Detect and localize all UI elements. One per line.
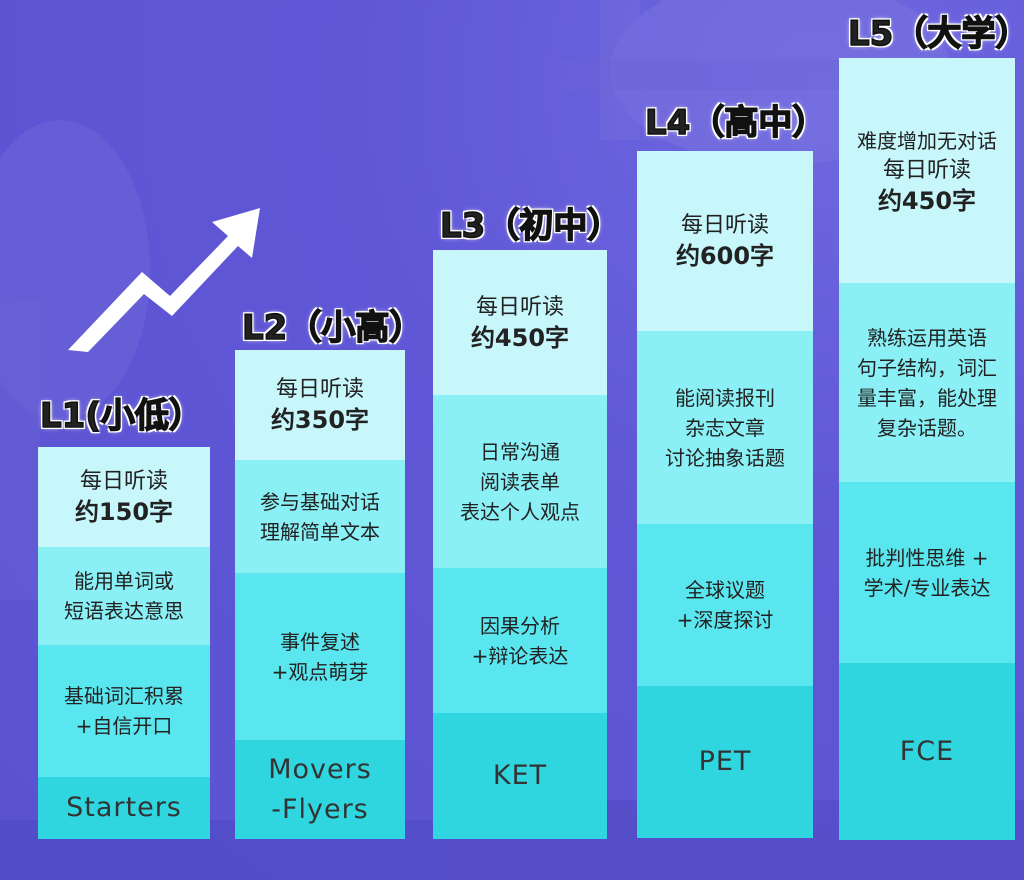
exam-cell: Starters [38,777,210,839]
ability-line: 熟练运用英语 [867,325,987,350]
focus-line: +辩论表达 [471,643,569,668]
exam-name: -Flyers [271,793,369,825]
level-title-l2: L2（小高） [241,307,424,349]
focus-line: 因果分析 [480,613,560,638]
level-title-l3: L3（初中） [439,205,622,247]
ability-cell: 能阅读报刊 杂志文章 讨论抽象话题 [637,331,813,524]
level-title-l5: L5（大学） [847,13,1024,55]
ability-line: 理解简单文本 [260,519,380,544]
level-title-l1: L1(小低） [39,395,203,437]
level-column-l5: 难度增加无对话 每日听读 约450字 熟练运用英语 句子结构，词汇 量丰富，能处… [839,58,1015,840]
daily-reading-label: 每日听读 [79,469,168,494]
focus-cell: 批判性思维 + 学术/专业表达 [839,482,1015,663]
ability-line: 表达个人观点 [460,499,580,524]
ability-line: 复杂话题。 [877,415,977,440]
difficulty-note: 难度增加无对话 [857,128,997,153]
word-count: 约600字 [675,242,775,270]
ability-cell: 熟练运用英语 句子结构，词汇 量丰富，能处理 复杂话题。 [839,283,1015,482]
trend-up-arrow-icon [68,208,260,352]
focus-line: 全球议题 [685,578,765,602]
word-count: 约450字 [877,186,977,215]
daily-reading-cell: 难度增加无对话 每日听读 约450字 [839,58,1015,283]
exam-cell: Movers -Flyers [235,740,405,839]
ability-line: 阅读表单 [480,469,560,494]
word-count: 约450字 [470,323,570,352]
ability-cell: 能用单词或 短语表达意思 [38,547,210,645]
focus-line: 学术/专业表达 [863,575,991,600]
ability-line: 句子结构，词汇 [857,355,997,380]
ability-line: 量丰富，能处理 [857,385,997,410]
level-column-l2: 每日听读 约350字 参与基础对话 理解简单文本 事件复述 +观点萌芽 Move… [235,350,405,839]
focus-cell: 基础词汇积累 +自信开口 [38,645,210,777]
daily-reading-label: 每日听读 [680,213,769,238]
level-title-l4: L4（高中） [644,102,827,144]
daily-reading-cell: 每日听读 约600字 [637,151,813,331]
level-column-l1: 每日听读 约150字 能用单词或 短语表达意思 基础词汇积累 +自信开口 Sta… [38,447,210,839]
exam-name: Starters [66,792,182,823]
exam-name: Movers [268,753,372,785]
focus-line: 基础词汇积累 [64,684,184,708]
focus-line: +深度探讨 [676,608,774,632]
word-count: 约350字 [270,406,370,434]
focus-cell: 事件复述 +观点萌芽 [235,573,405,740]
level-column-l3: 每日听读 约450字 日常沟通 阅读表单 表达个人观点 因果分析 +辩论表达 K… [433,250,607,839]
ability-cell: 日常沟通 阅读表单 表达个人观点 [433,395,607,568]
daily-reading-cell: 每日听读 约350字 [235,350,405,460]
word-count: 约150字 [74,498,174,526]
ability-line: 日常沟通 [480,439,560,464]
exam-cell: KET [433,713,607,839]
ability-line: 能用单词或 [74,569,174,593]
focus-line: 事件复述 [280,629,360,654]
ability-line: 能阅读报刊 [675,385,775,410]
level-column-l4: 每日听读 约600字 能阅读报刊 杂志文章 讨论抽象话题 全球议题 +深度探讨 … [637,151,813,838]
ability-cell: 参与基础对话 理解简单文本 [235,460,405,573]
ability-line: 参与基础对话 [260,489,380,514]
daily-reading-cell: 每日听读 约450字 [433,250,607,395]
focus-line: +观点萌芽 [271,659,369,684]
focus-line: +自信开口 [75,714,173,738]
ability-line: 讨论抽象话题 [665,445,785,470]
daily-reading-label: 每日听读 [475,294,564,320]
exam-name: PET [698,746,752,777]
focus-cell: 全球议题 +深度探讨 [637,524,813,686]
ability-line: 杂志文章 [685,415,765,440]
exam-cell: FCE [839,663,1015,840]
daily-reading-label: 每日听读 [882,157,971,183]
daily-reading-cell: 每日听读 约150字 [38,447,210,547]
ability-line: 短语表达意思 [64,599,184,623]
exam-cell: PET [637,686,813,838]
exam-name: KET [492,760,548,791]
daily-reading-label: 每日听读 [275,377,364,402]
exam-name: FCE [899,735,955,767]
focus-cell: 因果分析 +辩论表达 [433,568,607,713]
focus-line: 批判性思维 + [865,545,989,570]
